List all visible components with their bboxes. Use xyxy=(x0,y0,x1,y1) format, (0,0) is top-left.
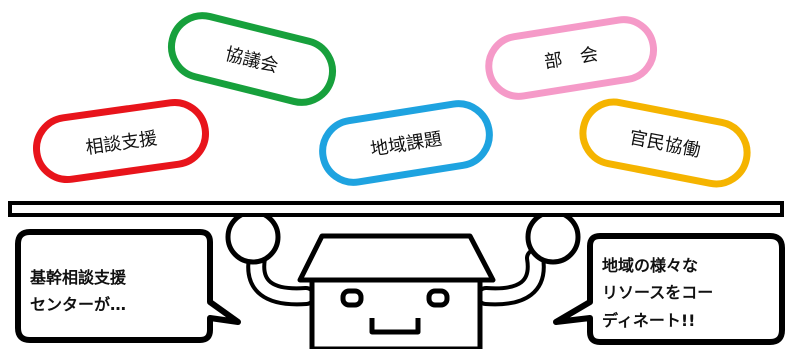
support-plank xyxy=(8,201,784,217)
speech-bubble-right-line-2: リソースをコー xyxy=(602,283,713,302)
speech-bubble-left: 基幹相談支援 センターが… xyxy=(15,229,241,343)
pill-soudan-shien-outline xyxy=(33,98,209,184)
speech-bubble-right-line-3: ディネート!! xyxy=(602,311,695,330)
robot-character xyxy=(297,233,496,349)
pill-kyougikai: 協議会 xyxy=(168,12,336,106)
robot-arms xyxy=(246,248,546,307)
robot-right-eye xyxy=(426,288,450,308)
right-arm-fill xyxy=(480,252,542,303)
speech-bubble-right: 地域の様々な リソースをコー ディネート!! xyxy=(553,233,785,345)
speech-bubble-left-outline xyxy=(15,229,241,343)
pill-soudan-shien: 相談支援 xyxy=(33,98,209,184)
left-hand xyxy=(225,209,281,265)
speech-bubble-right-outline xyxy=(553,233,785,345)
pill-bukai: 部 会 xyxy=(485,16,658,100)
pill-kyougikai-outline xyxy=(168,12,336,106)
pill-chiiki-kadai-outline xyxy=(319,100,493,186)
left-arm-fill xyxy=(250,252,312,303)
pill-kanmin-kyoudou-outline xyxy=(579,98,751,188)
speech-bubble-left-line-2: センターが… xyxy=(30,295,126,314)
right-hand xyxy=(525,209,581,265)
robot-left-eye xyxy=(340,288,364,308)
pill-kanmin-kyoudou: 官民協働 xyxy=(579,98,751,188)
speech-bubble-left-line-1: 基幹相談支援 xyxy=(29,268,127,287)
robot-mouth xyxy=(369,318,421,335)
pill-bukai-outline xyxy=(485,16,658,100)
pill-chiiki-kadai: 地域課題 xyxy=(319,100,493,186)
speech-bubble-right-line-1: 地域の様々な xyxy=(602,256,698,275)
